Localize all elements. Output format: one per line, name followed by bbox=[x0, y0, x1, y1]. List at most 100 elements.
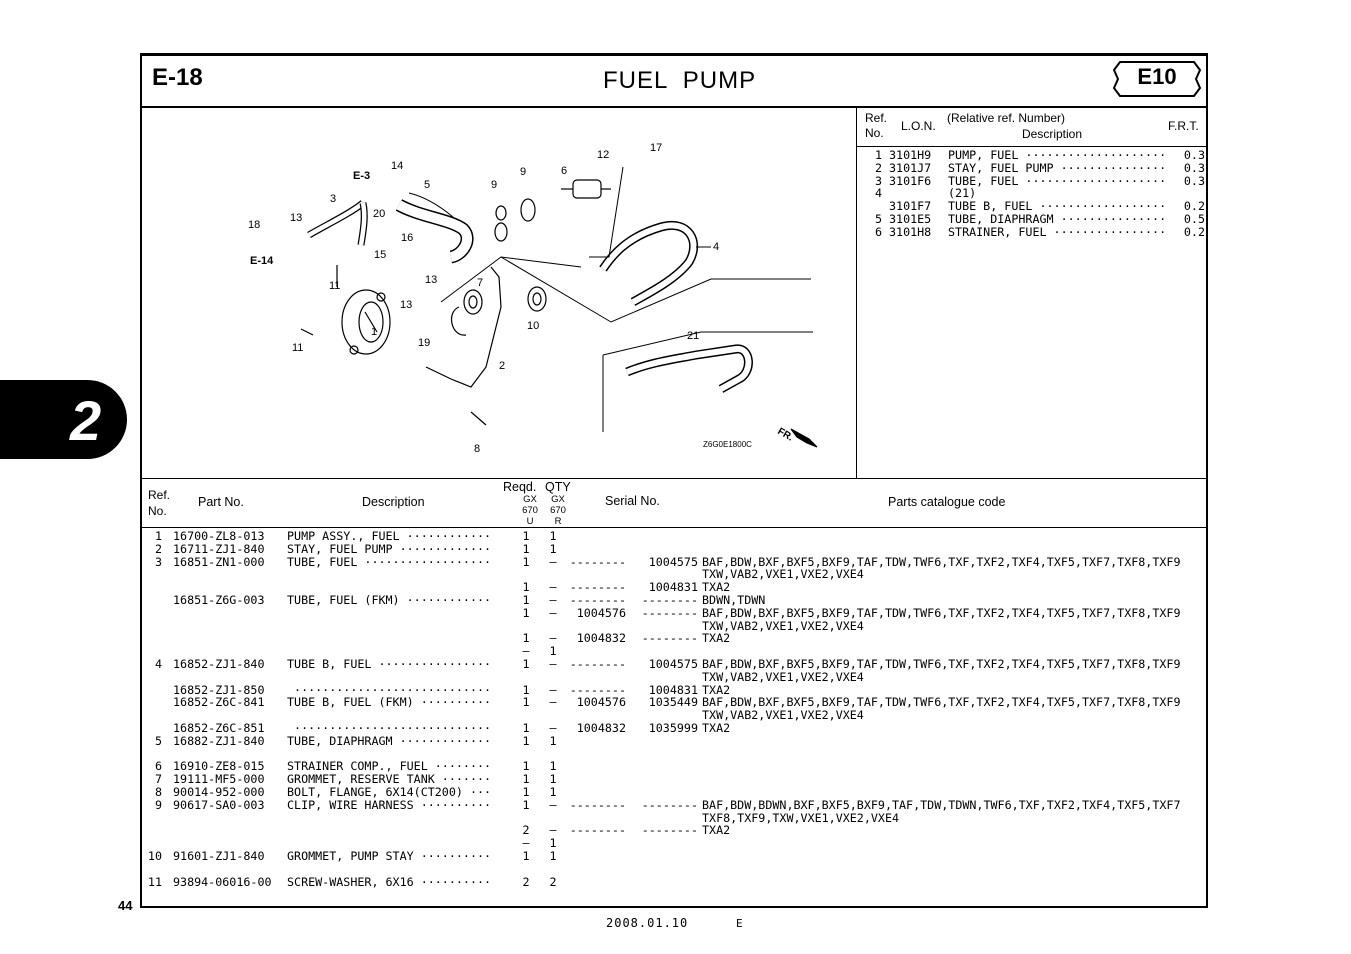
cell-s2: 1004575 bbox=[648, 657, 698, 671]
parts-header-model-u: GX 670 U bbox=[522, 494, 538, 527]
callout-6: 6 bbox=[561, 165, 567, 177]
callout-21: 21 bbox=[687, 330, 699, 342]
cell-codes: BAF,BDW,BXF,BXF5,BXF9,TAF,TDW,TWF6,TXF,T… bbox=[702, 695, 1181, 710]
cell-r: – bbox=[549, 797, 557, 812]
callout-13c: 13 bbox=[400, 299, 412, 311]
parts-header-reqd: Reqd. bbox=[503, 480, 537, 494]
cell-r: – bbox=[549, 823, 557, 838]
exploded-diagram: 1 2 3 4 5 6 7 8 9 9 10 11 11 12 13 13 13… bbox=[248, 142, 818, 455]
cell-u: 1 bbox=[522, 580, 530, 595]
cell-u: 1 bbox=[522, 605, 530, 620]
cell-r: – bbox=[549, 631, 557, 646]
section-tag-frame bbox=[1112, 61, 1202, 97]
cell-desc: GROMMET, PUMP STAY ·········· bbox=[287, 849, 492, 863]
cell-u: 1 bbox=[522, 759, 530, 774]
frt-divider bbox=[856, 107, 857, 478]
callout-9a: 9 bbox=[491, 179, 497, 191]
cell-u: 1 bbox=[522, 797, 530, 812]
cell-r: – bbox=[549, 580, 557, 595]
page-number: 44 bbox=[118, 898, 133, 913]
callout-10: 10 bbox=[527, 320, 539, 332]
cell-part: 16700-ZL8-013 bbox=[173, 529, 265, 543]
callout-16: 16 bbox=[401, 232, 413, 244]
callout-14: 14 bbox=[391, 160, 403, 172]
cell-u: – bbox=[522, 644, 530, 659]
cell-r: 1 bbox=[549, 772, 557, 787]
cell-codes: TXW,VAB2,VXE1,VXE2,VXE4 bbox=[702, 708, 864, 723]
callout-9b: 9 bbox=[520, 166, 526, 178]
callout-2: 2 bbox=[499, 360, 505, 372]
callout-17: 17 bbox=[650, 142, 662, 154]
cell-s2: -------- bbox=[641, 593, 698, 607]
cell-r: – bbox=[549, 657, 557, 671]
cell-ref: 3 bbox=[154, 554, 162, 569]
cell-s2: 1035449 bbox=[648, 695, 698, 710]
cell-ref: 5 bbox=[154, 733, 162, 748]
cell-u: 1 bbox=[522, 733, 530, 748]
cell-part: 90014-952-000 bbox=[173, 785, 265, 799]
callout-4: 4 bbox=[713, 241, 719, 253]
cell-part: 16852-Z6C-841 bbox=[173, 695, 265, 710]
cell-r: – bbox=[549, 721, 557, 735]
cell-s2: -------- bbox=[641, 605, 698, 620]
cell-ref: 6 bbox=[154, 759, 162, 774]
frt-header-ref: Ref. No. bbox=[865, 111, 888, 140]
cell-desc: TUBE, DIAPHRAGM ············· bbox=[287, 733, 492, 748]
cell-codes: TXA2 bbox=[702, 823, 731, 838]
cell-r: 1 bbox=[549, 529, 557, 543]
cell-ref: 11 bbox=[147, 874, 162, 889]
cell-r: – bbox=[549, 695, 557, 710]
cell-u: 1 bbox=[522, 849, 530, 863]
cell-codes: TXF8,TXF9,TXW,VXE1,VXE2,VXE4 bbox=[702, 810, 900, 825]
cell-ref: 8 bbox=[154, 785, 162, 799]
cell-s2: 1004831 bbox=[648, 580, 698, 595]
cell-codes: TXA2 bbox=[702, 580, 731, 595]
cell-desc: CLIP, WIRE HARNESS ·········· bbox=[287, 797, 492, 812]
callout-1: 1 bbox=[371, 326, 377, 338]
parts-header-serial: Serial No. bbox=[605, 494, 660, 508]
cell-codes: TXA2 bbox=[702, 631, 731, 646]
cell-desc: TUBE, FUEL (FKM) ············ bbox=[287, 593, 492, 607]
cell-ref: 2 bbox=[154, 541, 162, 556]
parts-header-qty: QTY bbox=[545, 480, 571, 494]
callout-18: 18 bbox=[248, 219, 260, 231]
parts-header-divider bbox=[141, 527, 1208, 528]
cell-s1: -------- bbox=[569, 823, 626, 838]
cell-ref: 9 bbox=[154, 797, 162, 812]
cell-desc: STRAINER COMP., FUEL ········ bbox=[287, 759, 492, 774]
cell-codes: BAF,BDW,BXF,BXF5,BXF9,TAF,TDW,TWF6,TXF,T… bbox=[702, 657, 1181, 671]
callout-20: 20 bbox=[373, 208, 385, 220]
cell-part: 19111-MF5-000 bbox=[173, 772, 265, 787]
cell-s2: 1035999 bbox=[648, 721, 698, 735]
callout-3: 3 bbox=[330, 193, 336, 205]
frt-header-lon: L.O.N. bbox=[901, 119, 936, 133]
cell-ref: 1 bbox=[154, 529, 162, 543]
cell-desc: ···························· bbox=[287, 682, 492, 697]
cell-u: 2 bbox=[522, 874, 530, 889]
cell-s1: -------- bbox=[569, 580, 626, 595]
cell-u: 1 bbox=[522, 695, 530, 710]
cell-part: 16851-ZN1-000 bbox=[173, 554, 265, 569]
cell-r: – bbox=[549, 593, 557, 607]
cell-s2: -------- bbox=[641, 631, 698, 646]
parts-header-model-r: GX 670 R bbox=[550, 494, 566, 527]
diagram-divider bbox=[141, 478, 1208, 479]
cell-desc: PUMP ASSY., FUEL ············ bbox=[287, 529, 492, 543]
ref-label-e14: E-14 bbox=[250, 255, 274, 267]
parts-header-description: Description bbox=[362, 495, 425, 509]
page-frame bbox=[140, 53, 1208, 908]
cell-part: 16910-ZE8-015 bbox=[173, 759, 265, 774]
cell-desc: TUBE, FUEL ·················· bbox=[287, 554, 492, 569]
cell-r: – bbox=[549, 605, 557, 620]
cell-part: 91601-ZJ1-840 bbox=[173, 849, 265, 863]
cell-u: 1 bbox=[522, 541, 530, 556]
cell-codes: TXW,VAB2,VXE1,VXE2,VXE4 bbox=[702, 567, 864, 582]
cell-s1: 1004832 bbox=[576, 721, 626, 735]
cell-s2: -------- bbox=[641, 823, 698, 838]
cell-r: 1 bbox=[549, 541, 557, 556]
page-code: E-18 bbox=[152, 64, 203, 91]
cell-codes: BAF,BDW,BXF,BXF5,BXF9,TAF,TDW,TWF6,TXF,T… bbox=[702, 554, 1181, 569]
cell-part: 16711-ZJ1-840 bbox=[173, 541, 265, 556]
cell-ref: 10 bbox=[147, 849, 162, 863]
image-code: Z6G0E1800C bbox=[703, 440, 752, 449]
